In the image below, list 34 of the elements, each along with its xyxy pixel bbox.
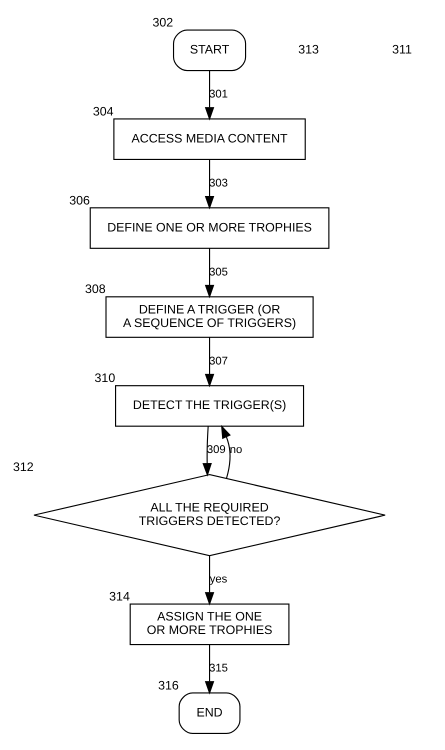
arrow (202, 426, 212, 477)
arrow (204, 644, 214, 695)
node-label: 308 (84, 282, 106, 296)
node-box: DETECT THE TRIGGER(S) (115, 385, 304, 427)
arrow (221, 424, 231, 478)
node-label: 314 (109, 589, 130, 604)
node-diamond: ALL THE REQUIRED TRIGGERS DETECTED? (33, 474, 386, 556)
arrow (204, 556, 214, 606)
edge-label: 305 (209, 266, 228, 278)
edge-label: 309 (206, 444, 226, 456)
node-box: END (178, 692, 240, 734)
node-box: ACCESS MEDIA CONTENT (113, 118, 306, 160)
node-box: DEFINE A TRIGGER (OR A SEQUENCE OF TRIGGERS) (105, 296, 314, 338)
arrow (204, 160, 214, 210)
node-label: 312 (12, 460, 34, 474)
arrow (204, 70, 214, 121)
edge-label: 303 (209, 177, 228, 190)
node-label: 304 (92, 104, 114, 118)
edge-label: no (230, 444, 242, 456)
label: 313 (298, 42, 319, 56)
node-box: START (172, 29, 246, 72)
arrow (204, 248, 214, 298)
node-box: DEFINE ONE OR MORE TROPHIES (90, 207, 330, 249)
arrow (204, 337, 214, 388)
node-label: 302 (152, 15, 174, 30)
node-label: 310 (94, 371, 116, 386)
label: 311 (392, 42, 412, 56)
node-label: 306 (69, 193, 90, 208)
node-label: 316 (158, 678, 179, 692)
node-box: ASSIGN THE ONE OR MORE TROPHIES (130, 604, 290, 646)
edge-label: 315 (209, 662, 228, 675)
edge-label: 307 (209, 355, 228, 368)
edge-label: 301 (209, 88, 228, 101)
edge-label: yes (210, 574, 228, 586)
